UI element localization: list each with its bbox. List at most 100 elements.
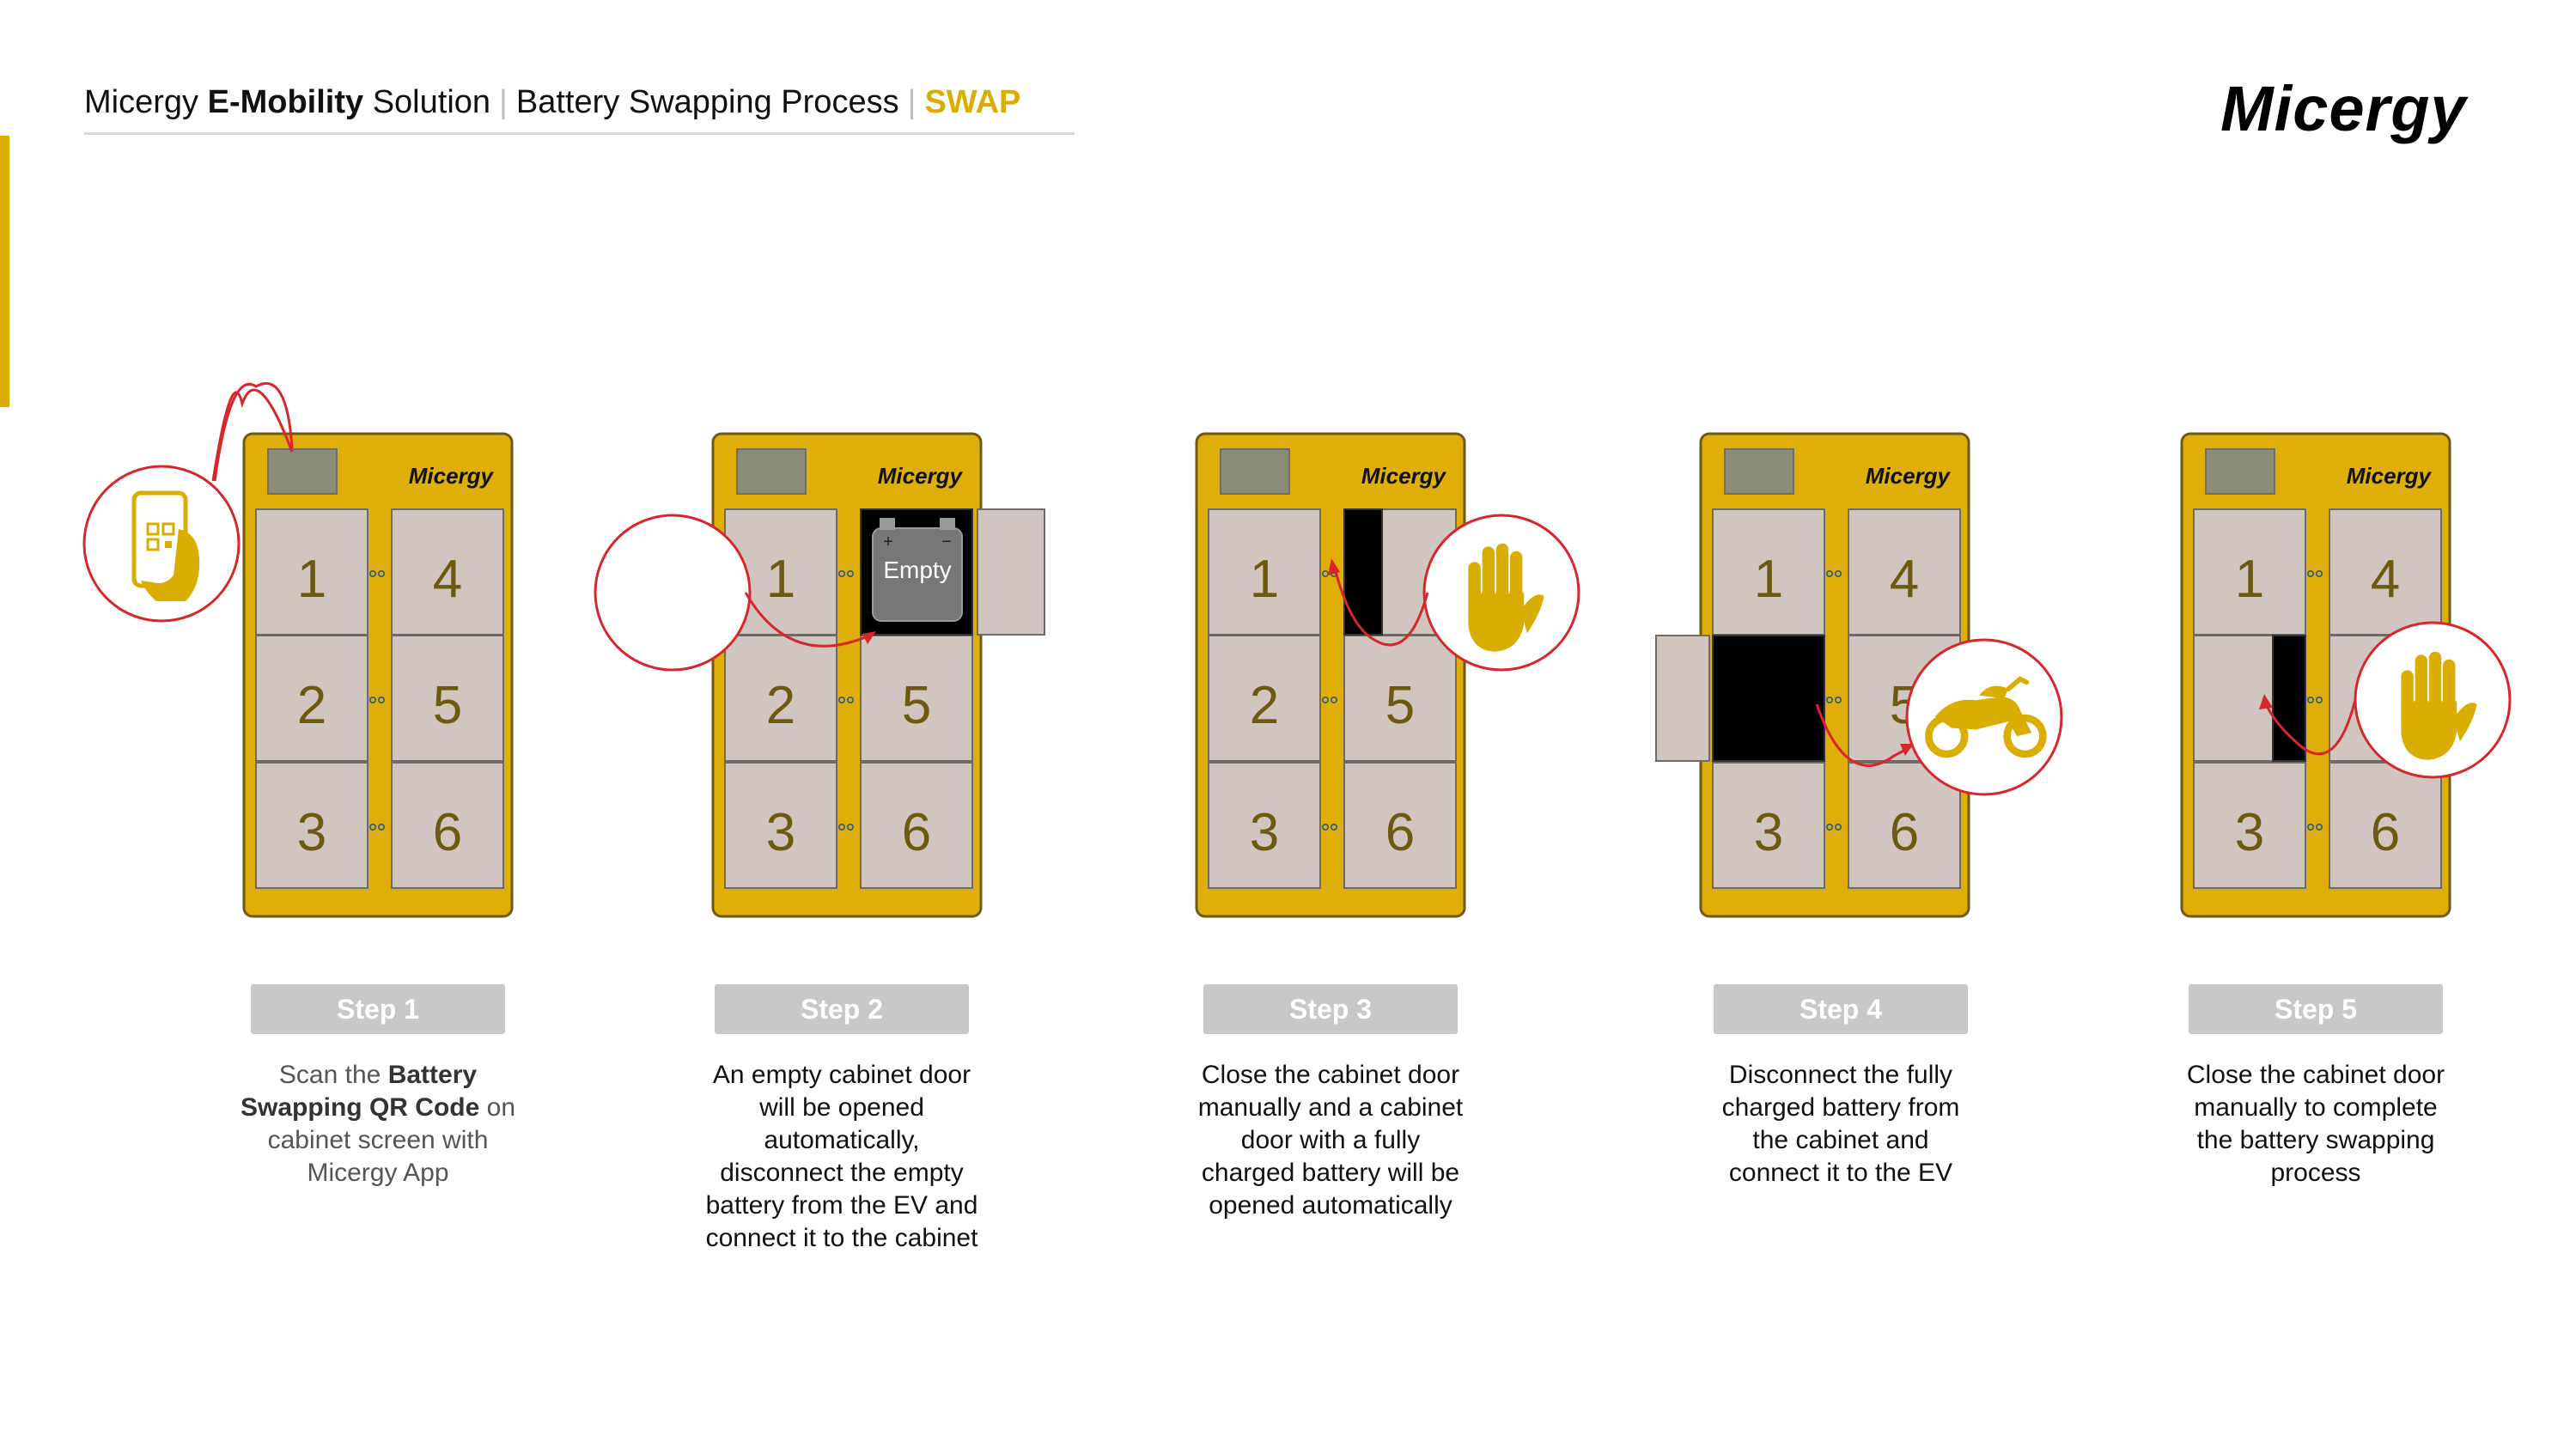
empty-circle (594, 514, 752, 672)
hand-palm (2401, 701, 2457, 760)
motorcycle-icon (1925, 676, 2047, 758)
hand-finger (2401, 670, 2414, 725)
description-line: Scan the Battery (219, 1059, 537, 1092)
hinge-dot (2307, 823, 2315, 831)
front-wheel (2003, 714, 2047, 758)
slot-number-5: 5 (433, 676, 462, 735)
step-2-label: Step 2 (715, 984, 969, 1034)
slot-number-3: 3 (2235, 803, 2264, 862)
open-door (1655, 635, 1710, 762)
hinge-dot (1835, 823, 1842, 831)
qr-square (161, 522, 175, 536)
description-line: disconnect the empty (683, 1157, 1001, 1189)
slot-number-1: 1 (1754, 550, 1783, 609)
slot-3 (1208, 762, 1321, 889)
hand-thumb (1520, 594, 1544, 634)
description-text: Close the cabinet door (1201, 1061, 1460, 1089)
cabinet-brand: Micergy (1361, 463, 1447, 489)
cabinet-brand: Micergy (409, 463, 495, 489)
arrow-line (2264, 699, 2357, 756)
slot-number-1: 1 (2235, 550, 2264, 609)
slot-number-1: 1 (1250, 550, 1279, 609)
holding-hand (141, 529, 200, 601)
hinge-dot (2307, 569, 2315, 577)
description-text: connect it to the EV (1728, 1159, 1953, 1187)
open-slot-2 (1712, 635, 1825, 762)
hinge-dot (368, 823, 376, 831)
hand-finger (1482, 546, 1495, 601)
description-line: Micergy App (219, 1157, 537, 1189)
description-text: Disconnect the fully (1728, 1061, 1953, 1089)
qr-square (146, 522, 160, 536)
slot-2 (1208, 635, 1321, 762)
title-rest: Solution (372, 84, 491, 120)
slot-number-4: 4 (2371, 550, 2400, 609)
bike-body (1935, 697, 2032, 737)
description-line: will be opened (683, 1092, 1001, 1124)
slot-2 (724, 635, 837, 762)
slot-number-3: 3 (766, 803, 795, 862)
description-text: Close the cabinet door (2186, 1061, 2445, 1089)
slot-number-4: 4 (433, 550, 462, 609)
description-line: An empty cabinet door (683, 1059, 1001, 1092)
slot-1 (1712, 508, 1825, 636)
battery-terminal (940, 518, 955, 530)
slot-3 (2193, 762, 2306, 889)
description-text: charged battery will be (1201, 1159, 1460, 1187)
hinge-dot (2307, 696, 2315, 703)
description-line: door with a fully (1172, 1124, 1489, 1157)
description-line: Close the cabinet door (2157, 1059, 2475, 1092)
arrow-line (1333, 568, 1429, 647)
bike-tank (1979, 685, 2009, 699)
hinge-dot (1322, 696, 1330, 703)
hinge-dot (1826, 823, 1834, 831)
slot-number-1: 1 (297, 550, 326, 609)
step-1-label: Step 1 (251, 984, 505, 1034)
description-text: the battery swapping (2196, 1126, 2435, 1154)
slot-1 (255, 508, 368, 636)
description-text: opened automatically (1209, 1191, 1452, 1220)
hinge-dot (837, 569, 845, 577)
hand-icon (2401, 651, 2477, 760)
title-separator-1: | (499, 84, 508, 120)
step-4-label: Step 4 (1714, 984, 1968, 1034)
hand-finger (2415, 654, 2427, 709)
slot-number-5: 5 (902, 676, 931, 735)
slot-6 (391, 762, 504, 889)
step-5-label: Step 5 (2189, 984, 2443, 1034)
description-text: on (479, 1093, 516, 1122)
slot-1 (2193, 508, 2306, 636)
battery-plus: + (883, 532, 893, 551)
bike-handlebar (2006, 676, 2030, 691)
connector-line (213, 381, 294, 482)
arrow-head (1328, 558, 1340, 575)
slot-number-1: 1 (766, 550, 795, 609)
description-text: disconnect the empty (720, 1159, 964, 1187)
hand-palm (1468, 593, 1525, 652)
hinge-dot (1826, 696, 1834, 703)
description-line: charged battery will be (1172, 1157, 1489, 1189)
description-line: Close the cabinet door (1172, 1059, 1489, 1092)
description-line: the cabinet and (1682, 1124, 2000, 1157)
hinge-dot (1826, 569, 1834, 577)
page-title: Micergy E-Mobility Solution|Battery Swap… (84, 84, 1020, 121)
empty-battery (872, 527, 963, 622)
description-text: door with a fully (1240, 1126, 1421, 1154)
arrow-line (1815, 703, 1911, 767)
slot-4 (391, 508, 504, 636)
description-text: connect it to the cabinet (705, 1224, 978, 1252)
description-text: Scan the (278, 1061, 388, 1089)
description-text: cabinet screen with (267, 1126, 489, 1154)
description-text: automatically, (764, 1126, 920, 1154)
cabinet-screen (267, 448, 338, 495)
description-text: the cabinet and (1752, 1126, 1929, 1154)
description-line: process (2157, 1157, 2475, 1189)
slot-number-4: 4 (1890, 550, 1919, 609)
slot-5 (391, 635, 504, 762)
